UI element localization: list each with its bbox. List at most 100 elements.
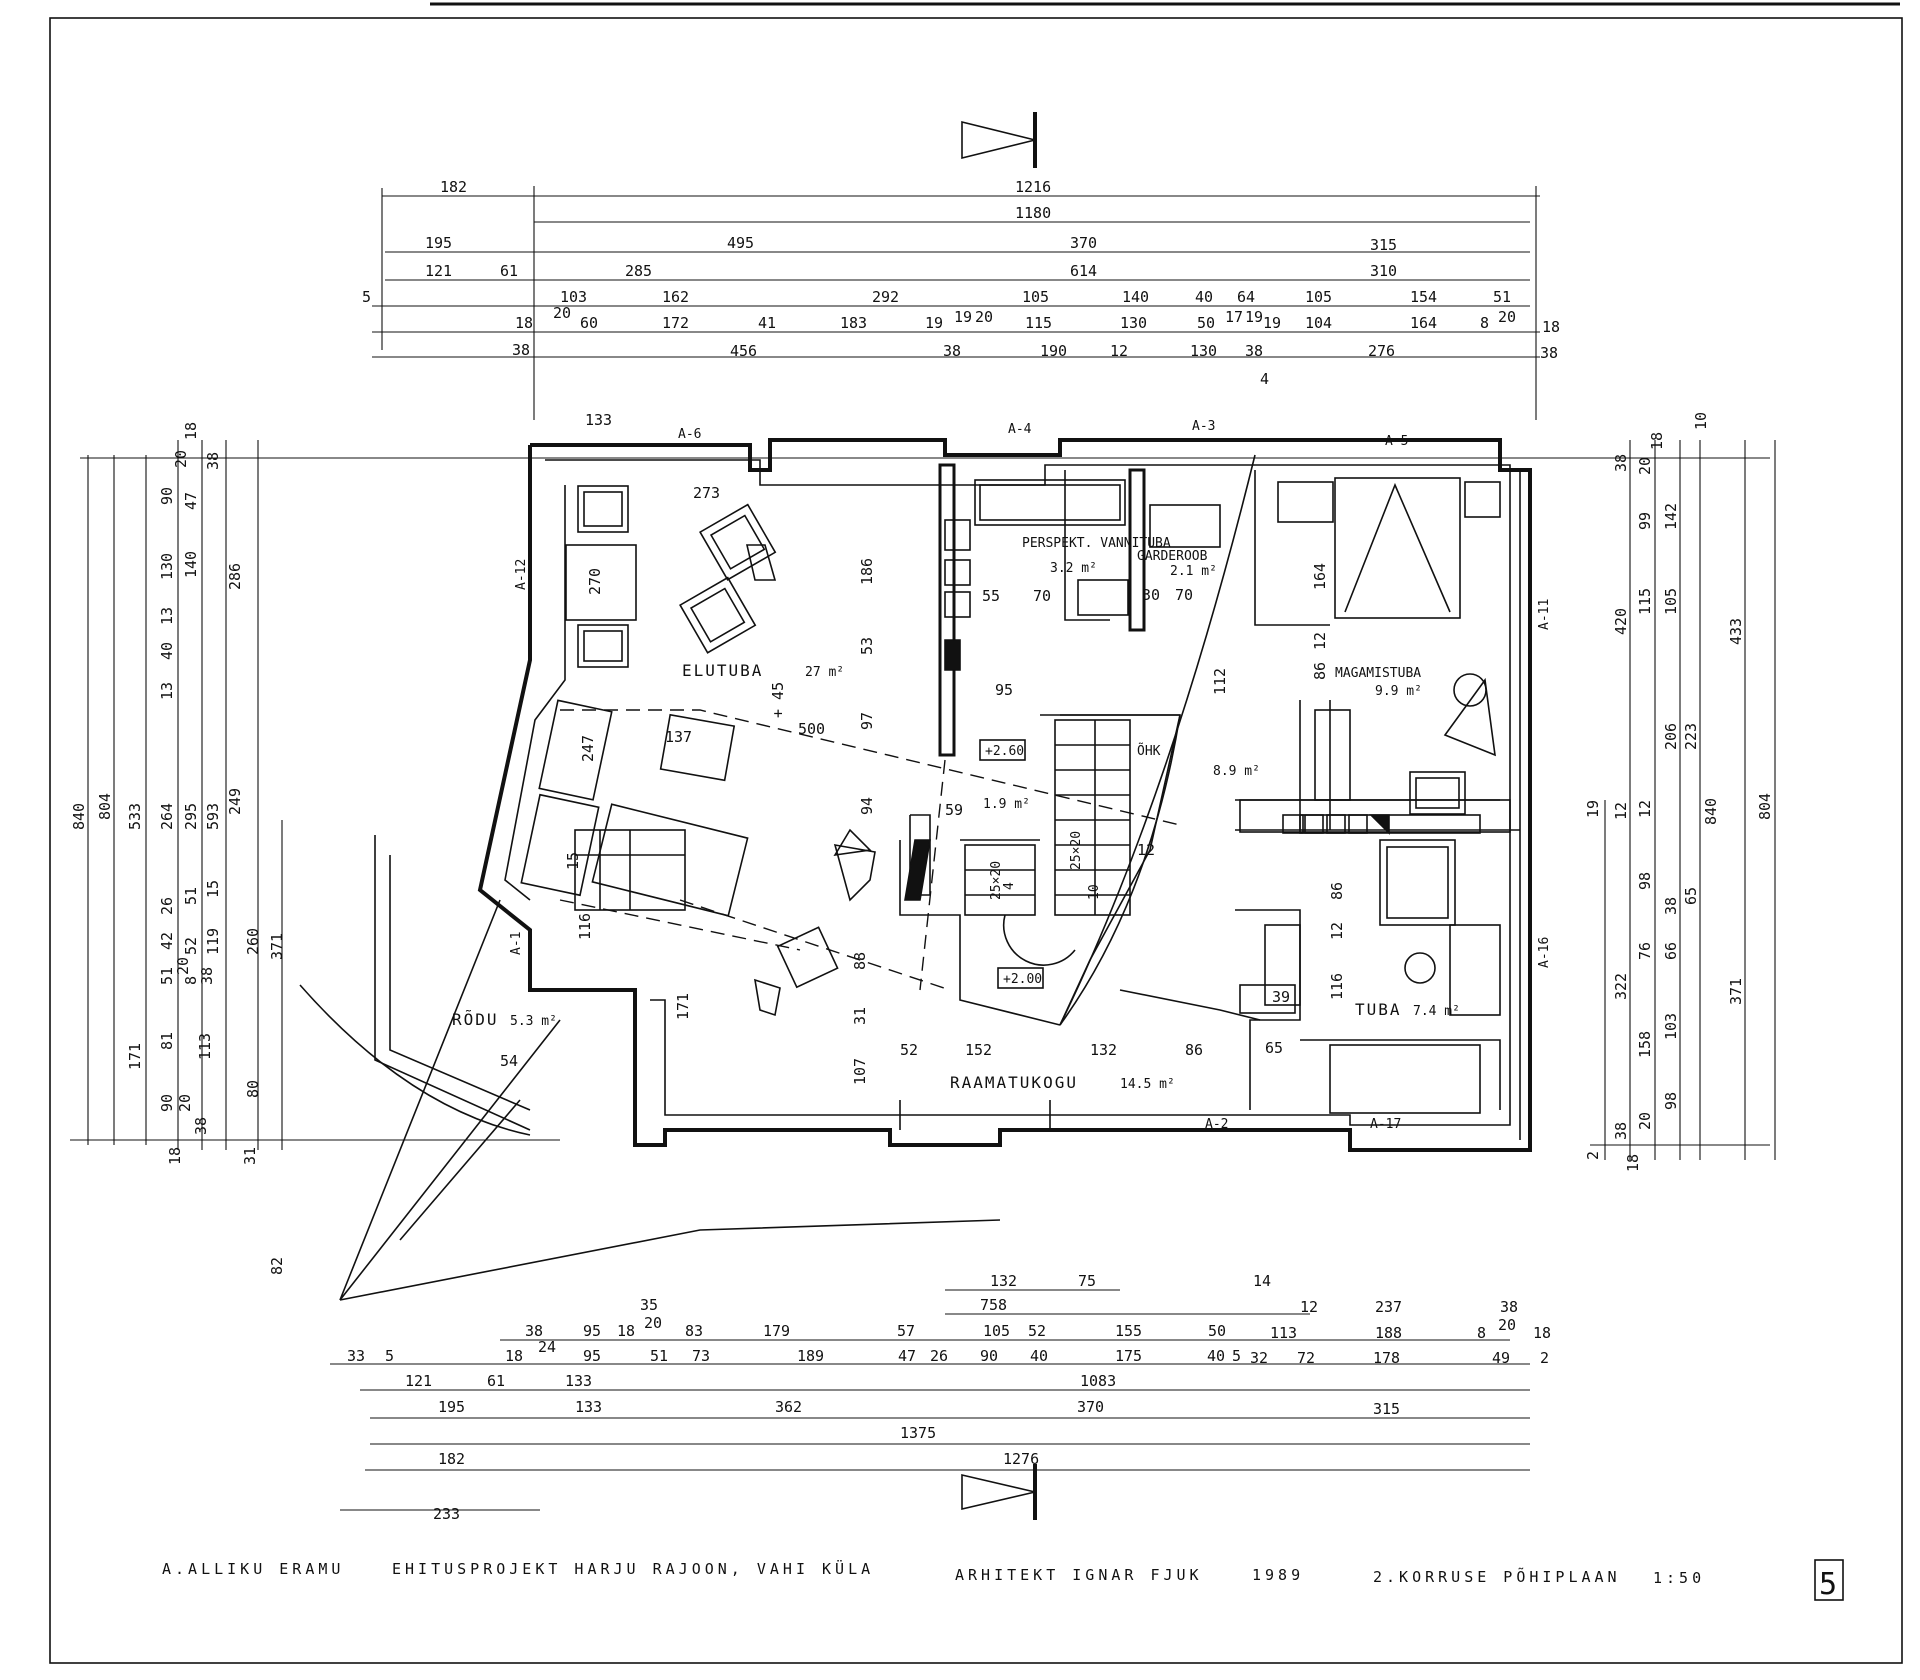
interior-dimensions: 273 133 270 186 53 97 94 247 137 + 45 50… (500, 411, 1346, 1085)
dim-value: 295 (182, 803, 200, 830)
window-tag: A-11 (1537, 599, 1552, 630)
dim-value: 164 (1410, 314, 1437, 332)
dim-value: 20 (975, 308, 993, 326)
dim-value: 237 (1375, 1298, 1402, 1316)
dim-value: 38 (1662, 897, 1680, 915)
interior-dim: 133 (585, 411, 612, 429)
dim-value: 40 (1207, 1347, 1225, 1365)
dim-value: 52 (182, 937, 200, 955)
dim-value: 133 (565, 1372, 592, 1390)
dim-value: 19 (1245, 308, 1263, 326)
dim-value: 20 (172, 450, 190, 468)
dim-value: 286 (226, 563, 244, 590)
dim-value: 90 (158, 487, 176, 505)
room-raamatukogu-name: RAAMATUKOGU (950, 1073, 1078, 1092)
room-magamistuba-name: MAGAMISTUBA (1335, 666, 1421, 681)
dim-value: 12 (1300, 1298, 1318, 1316)
dim-value: 18 (505, 1347, 523, 1365)
level-upper: +2.60 (985, 744, 1024, 759)
dim-value: 60 (580, 314, 598, 332)
furniture (520, 477, 1501, 1114)
dim-value: 119 (204, 928, 222, 955)
dim-value: 38 (1500, 1298, 1518, 1316)
dim-value: 310 (1370, 262, 1397, 280)
window-tags: A-6 A-4 A-3 A-5 A-12 A-11 A-1 A-16 A-17 … (509, 419, 1552, 1132)
dim-value: 18 (182, 422, 200, 440)
window-tag: A-16 (1537, 937, 1552, 968)
section-marker-bottom (961, 1464, 1037, 1520)
interior-dim: 270 (586, 568, 604, 595)
dim-value: 49 (1492, 1349, 1510, 1367)
dim-value: 61 (500, 262, 518, 280)
interior-dim: 15 (564, 852, 582, 870)
dim-value: 52 (1028, 1322, 1046, 1340)
interior-dim: 31 (851, 1007, 869, 1025)
room-vannituba-area: 3.2 m² (1050, 561, 1097, 576)
interior-dim: 95 (995, 681, 1013, 699)
dim-value: 50 (1208, 1322, 1226, 1340)
interior-dim: 65 (1265, 1039, 1283, 1057)
dim-value: 38 (1540, 344, 1558, 362)
dimensions-left: 840 804 533 171 90 130 13 40 13 264 26 4… (70, 422, 286, 1275)
dim-value: 72 (1297, 1349, 1315, 1367)
dim-value: 20 (1636, 1112, 1654, 1130)
dim-value: 171 (126, 1043, 144, 1070)
dim-value: 50 (1197, 314, 1215, 332)
stair-step1: 25×20 (1069, 831, 1084, 870)
dim-value: 104 (1305, 314, 1332, 332)
dim-value: 38 (1612, 1122, 1630, 1140)
interior-dim: 107 (851, 1058, 869, 1085)
dimension-lines (70, 186, 1776, 1511)
dim-value: 12 (1636, 800, 1654, 818)
dim-value: 95 (583, 1322, 601, 1340)
dim-value: 41 (758, 314, 776, 332)
dim-value: 804 (96, 793, 114, 820)
stair-step4: 10 (1087, 884, 1102, 900)
window-tag: A-17 (1370, 1117, 1401, 1132)
window-tag: A-12 (514, 559, 529, 590)
dim-value: 19 (954, 308, 972, 326)
dim-value: 420 (1612, 608, 1630, 635)
room-garderoob-area: 2.1 m² (1170, 564, 1217, 579)
dim-value: 20 (1498, 1316, 1516, 1334)
dim-value: 1375 (900, 1424, 936, 1442)
dim-value: 105 (1305, 288, 1332, 306)
dim-value: 81 (158, 1032, 176, 1050)
interior-dim: 12 (1137, 841, 1155, 859)
dim-value: 172 (662, 314, 689, 332)
stair-labels: 25×20 25×20 4 10 (989, 831, 1102, 900)
dim-value: 130 (158, 553, 176, 580)
dim-value: 26 (930, 1347, 948, 1365)
dim-value: 64 (1237, 288, 1255, 306)
dim-value: 12 (1612, 802, 1630, 820)
dim-value: 370 (1070, 234, 1097, 252)
title-project: EHITUSPROJEKT HARJU RAJOON, VAHI KÜLA (392, 1559, 874, 1578)
interior-dim: 86 (1311, 662, 1329, 680)
interior-dim: 164 (1311, 563, 1329, 590)
interior-dim: + 45 (769, 682, 787, 718)
room-elutuba-area: 27 m² (805, 665, 844, 680)
dim-value: 47 (182, 492, 200, 510)
dim-value: 115 (1636, 588, 1654, 615)
staircase (574, 714, 1181, 1026)
interior-dim: 116 (1328, 973, 1346, 1000)
interior-dim: 88 (851, 952, 869, 970)
dim-value: 1276 (1003, 1450, 1039, 1468)
dim-value: 183 (840, 314, 867, 332)
dim-value: 840 (70, 803, 88, 830)
dim-value: 18 (617, 1322, 635, 1340)
dim-value: 142 (1662, 503, 1680, 530)
dim-value: 105 (1022, 288, 1049, 306)
room-ohk-name: ÕHK (1137, 743, 1161, 759)
room-raamatukogu-area: 14.5 m² (1120, 1077, 1175, 1092)
dim-value: 433 (1727, 618, 1745, 645)
interior-dim: 132 (1090, 1041, 1117, 1059)
dim-value: 20 (174, 957, 192, 975)
dim-value: 18 (515, 314, 533, 332)
dim-value: 65 (1682, 887, 1700, 905)
dim-value: 195 (438, 1398, 465, 1416)
dim-value: 113 (1270, 1324, 1297, 1342)
dim-value: 20 (553, 304, 571, 322)
window-tag: A-5 (1385, 434, 1408, 449)
dim-value: 370 (1077, 1398, 1104, 1416)
